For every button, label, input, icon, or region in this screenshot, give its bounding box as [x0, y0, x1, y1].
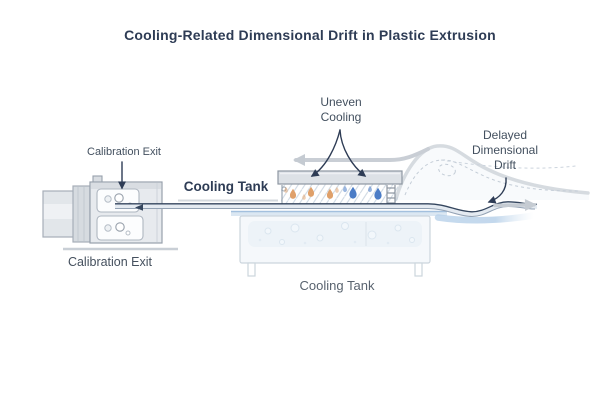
flow-arrow-left-icon	[293, 147, 430, 166]
warm-droplets-icon	[284, 186, 339, 200]
flow-arrow-right-icon	[493, 198, 537, 211]
delayed-drift-line1: Delayed	[482, 128, 528, 142]
annotation-arrows	[118, 129, 507, 204]
extruder-machine	[42, 175, 178, 251]
tank-leg-right	[414, 262, 423, 277]
delayed-drift-label: Delayed Dimensional Drift	[444, 128, 566, 173]
cooling-tank-label-mid: Cooling Tank	[183, 179, 269, 194]
diagram-title: Cooling-Related Dimensional Drift in Pla…	[124, 27, 496, 43]
strand-pull-arrowhead-icon	[135, 204, 143, 211]
calibration-exit-label-top: Calibration Exit	[87, 146, 161, 158]
cool-droplets-icon	[343, 185, 382, 200]
uneven-cooling-label: Uneven Cooling	[301, 95, 381, 125]
calibration-exit-port	[114, 193, 124, 203]
cooling-tank-body	[231, 210, 447, 277]
delayed-drift-line3: Drift	[494, 158, 516, 172]
uneven-cooling-line2: Cooling	[320, 110, 362, 124]
cooling-tank-label-bottom: Cooling Tank	[299, 278, 375, 293]
ladder-icon	[386, 185, 396, 205]
delayed-drift-arrow	[487, 177, 507, 204]
uneven-cooling-arrow-right	[339, 129, 367, 177]
delayed-drift-line2: Dimensional	[471, 143, 539, 157]
uneven-cooling-line1: Uneven	[320, 95, 362, 109]
cooling-spray-section	[277, 170, 403, 206]
calibration-exit-label-bottom: Calibration Exit	[67, 255, 153, 269]
ghost-drift-shape	[394, 144, 590, 201]
tank-leg-left	[247, 262, 256, 277]
uneven-cooling-arrow-left	[310, 129, 341, 177]
